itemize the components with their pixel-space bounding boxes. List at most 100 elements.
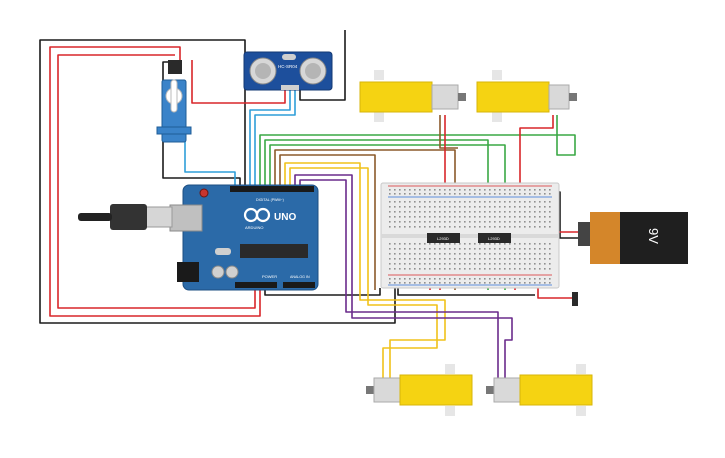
breadboard-holes <box>389 189 551 284</box>
breadboard-hole <box>459 282 461 284</box>
breadboard-hole <box>464 193 466 195</box>
breadboard-hole <box>454 211 456 213</box>
sensor-model: HC-SR04 <box>278 64 298 69</box>
breadboard-hole <box>514 243 516 245</box>
motor-bottom-right-shaft <box>486 386 494 394</box>
breadboard-hole <box>414 201 416 203</box>
breadboard-hole <box>484 193 486 195</box>
motor-bottom-left-axle-bot <box>445 406 455 416</box>
breadboard-hole <box>419 268 421 270</box>
breadboard-hole <box>439 278 441 280</box>
breadboard-hole <box>484 216 486 218</box>
breadboard-hole <box>424 258 426 260</box>
breadboard-hole <box>434 189 436 191</box>
breadboard-hole <box>534 201 536 203</box>
breadboard-hole <box>409 268 411 270</box>
breadboard-hole <box>444 206 446 208</box>
breadboard-hole <box>464 201 466 203</box>
breadboard-hole <box>459 211 461 213</box>
breadboard-hole <box>459 278 461 280</box>
arduino-board[interactable]: UNO ARDUINO DIGITAL (PWM~) POWER ANALOG … <box>169 184 319 291</box>
breadboard-hole <box>479 253 481 255</box>
motor-bottom-right[interactable] <box>486 364 593 416</box>
breadboard-hole <box>389 258 391 260</box>
servo-motor[interactable] <box>156 60 192 143</box>
breadboard-hole <box>469 268 471 270</box>
breadboard-hole <box>509 258 511 260</box>
breadboard-hole <box>549 216 551 218</box>
servo-connector <box>168 60 182 74</box>
breadboard-hole <box>529 278 531 280</box>
breadboard-hole <box>434 268 436 270</box>
breadboard-hole <box>539 221 541 223</box>
breadboard-hole <box>454 189 456 191</box>
breadboard-hole <box>519 243 521 245</box>
breadboard-hole <box>444 248 446 250</box>
breadboard-hole <box>429 282 431 284</box>
breadboard-hole <box>529 211 531 213</box>
breadboard-hole <box>504 268 506 270</box>
breadboard-hole <box>474 193 476 195</box>
breadboard-hole <box>409 201 411 203</box>
breadboard-hole <box>464 211 466 213</box>
breadboard-hole <box>444 282 446 284</box>
driver-chip-2[interactable]: L293D <box>478 233 511 243</box>
breadboard-hole <box>439 226 441 228</box>
breadboard-hole <box>539 243 541 245</box>
breadboard-hole <box>399 201 401 203</box>
breadboard-hole <box>504 221 506 223</box>
breadboard-hole <box>534 243 536 245</box>
breadboard-hole <box>394 226 396 228</box>
breadboard-hole <box>429 268 431 270</box>
breadboard-hole <box>514 268 516 270</box>
battery-9v[interactable]: 9V <box>572 212 688 306</box>
breadboard-hole <box>424 216 426 218</box>
motor-top-left[interactable] <box>359 70 466 122</box>
breadboard-hole <box>484 189 486 191</box>
breadboard-hole <box>539 226 541 228</box>
breadboard-hole <box>404 263 406 265</box>
breadboard-hole <box>439 206 441 208</box>
motor-bottom-left[interactable] <box>366 364 473 416</box>
arduino-logo-icon <box>243 207 271 223</box>
breadboard-hole <box>529 201 531 203</box>
breadboard-hole <box>529 221 531 223</box>
breadboard-hole <box>399 221 401 223</box>
breadboard[interactable] <box>380 182 560 289</box>
breadboard-hole <box>449 253 451 255</box>
breadboard-hole <box>444 201 446 203</box>
breadboard-hole <box>394 258 396 260</box>
breadboard-hole <box>479 211 481 213</box>
breadboard-hole <box>499 268 501 270</box>
breadboard-hole <box>399 278 401 280</box>
wire-brown-2 <box>279 154 376 290</box>
breadboard-hole <box>469 193 471 195</box>
usb-boot <box>110 204 147 230</box>
breadboard-hole <box>404 278 406 280</box>
breadboard-hole <box>489 258 491 260</box>
breadboard-hole <box>509 243 511 245</box>
breadboard-hole <box>544 221 546 223</box>
usb-cable <box>78 204 173 230</box>
wires <box>39 30 578 380</box>
breadboard-hole <box>409 278 411 280</box>
breadboard-hole <box>514 221 516 223</box>
breadboard-hole <box>529 226 531 228</box>
breadboard-hole <box>424 206 426 208</box>
breadboard-hole <box>509 216 511 218</box>
breadboard-hole <box>534 263 536 265</box>
motor-top-right[interactable] <box>476 70 577 122</box>
breadboard-hole <box>479 258 481 260</box>
breadboard-hole <box>389 211 391 213</box>
servo-horn <box>170 79 178 113</box>
driver-chip-1[interactable]: L293D <box>427 233 460 243</box>
breadboard-hole <box>469 189 471 191</box>
motor-top-left-gearbox <box>359 81 433 113</box>
breadboard-hole <box>414 263 416 265</box>
ultrasonic-sensor[interactable]: HC-SR04 <box>243 51 333 91</box>
breadboard-hole <box>514 226 516 228</box>
breadboard-hole <box>539 268 541 270</box>
wire-green-1 <box>259 115 576 185</box>
breadboard-hole <box>549 189 551 191</box>
breadboard-hole <box>509 226 511 228</box>
